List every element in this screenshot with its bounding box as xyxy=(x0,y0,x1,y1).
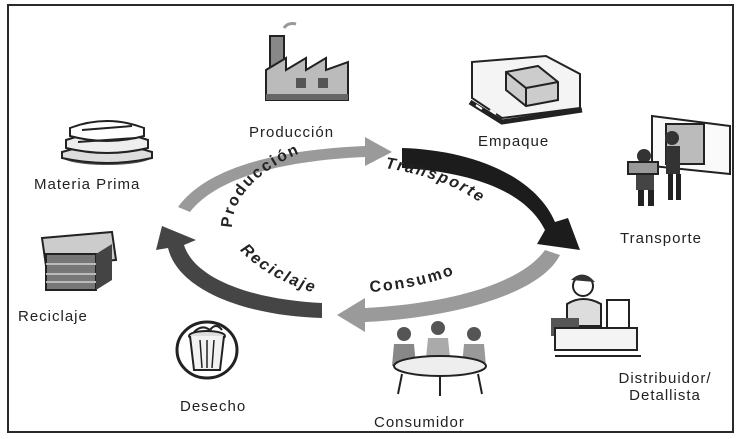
arc-label-consumo: Consumo xyxy=(369,262,457,296)
distribuidor-label-line2: Detallista xyxy=(629,387,701,404)
package-box-icon xyxy=(468,54,583,125)
trash-bin-icon xyxy=(175,320,239,380)
produccion-arc xyxy=(178,137,392,212)
desecho-label: Desecho xyxy=(180,398,247,415)
distribuidor-label: Distribuidor/ Detallista xyxy=(606,370,724,404)
recycled-stack-icon xyxy=(40,230,118,291)
transporte-arc xyxy=(402,148,580,250)
shopkeeper-icon xyxy=(551,274,641,357)
consumo-arc xyxy=(337,250,560,332)
transporte-label: Transporte xyxy=(620,230,702,247)
materia-prima-label: Materia Prima xyxy=(34,176,141,193)
factory-icon xyxy=(265,22,349,101)
arc-label-reciclaje: Reciclaje xyxy=(237,241,319,297)
distribuidor-label-line1: Distribuidor/ xyxy=(618,370,712,387)
delivery-truck-icon xyxy=(627,114,731,206)
arc-label-produccion: Producción xyxy=(219,141,303,229)
reciclaje-label: Reciclaje xyxy=(18,308,88,325)
consumidor-label: Consumidor xyxy=(374,414,465,431)
produccion-label: Producción xyxy=(249,124,335,141)
diagram-border xyxy=(7,4,734,433)
people-at-table-icon xyxy=(392,321,487,396)
reciclaje-arc xyxy=(156,226,322,318)
stacked-sacks-icon xyxy=(61,120,153,165)
empaque-label: Empaque xyxy=(478,133,550,150)
